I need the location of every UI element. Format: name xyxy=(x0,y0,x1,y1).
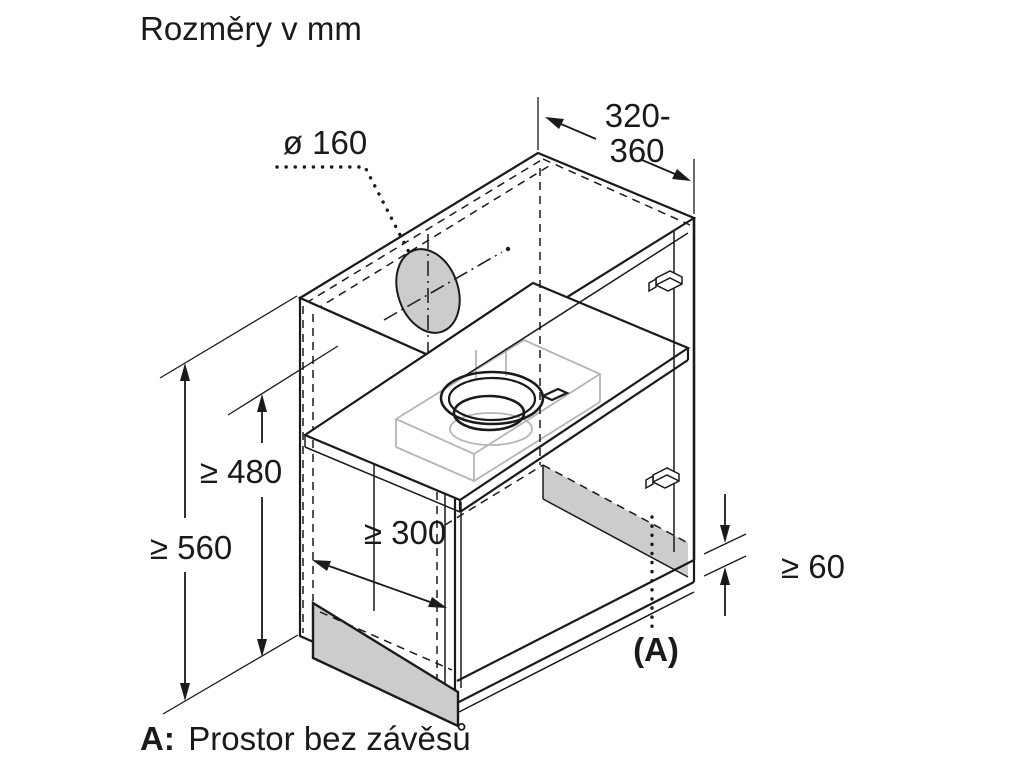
label-min-clearance: ≥ 60 xyxy=(781,548,845,585)
dim-depth-bottom xyxy=(312,560,447,608)
label-min-height-total: ≥ 560 xyxy=(150,529,232,566)
cabinet-right-panel xyxy=(462,218,696,560)
label-depth-range: 320- 360 xyxy=(605,97,676,169)
visor-panel xyxy=(311,502,462,728)
label-duct-diameter: ø 160 xyxy=(283,124,367,161)
bottom-rail xyxy=(456,559,696,713)
label-min-height-inner: ≥ 480 xyxy=(200,453,282,490)
legend-line: A: Prostor bez závěsů xyxy=(140,720,471,757)
label-area-a: (A) xyxy=(633,631,679,668)
dim-height-total xyxy=(159,295,299,715)
label-min-depth: ≥ 300 xyxy=(364,514,446,551)
duct-collar xyxy=(439,370,570,432)
dim-bottom-clearance xyxy=(703,494,747,616)
ceiling-inner-edge xyxy=(462,232,689,378)
duct-hole-centerlines xyxy=(383,234,511,366)
dim-depth-top xyxy=(537,97,695,214)
hidden-edge-back-left xyxy=(305,158,544,304)
page-title: Rozměry v mm xyxy=(140,10,362,47)
hidden-edge-back-left-2 xyxy=(314,165,550,311)
shelf-board xyxy=(302,281,691,513)
leader-duct-diameter xyxy=(275,165,414,260)
hinge-plate-top xyxy=(648,270,683,292)
collar-tab xyxy=(540,387,570,402)
dim-height-inner xyxy=(227,345,339,657)
cabinet-top-face xyxy=(297,151,697,369)
